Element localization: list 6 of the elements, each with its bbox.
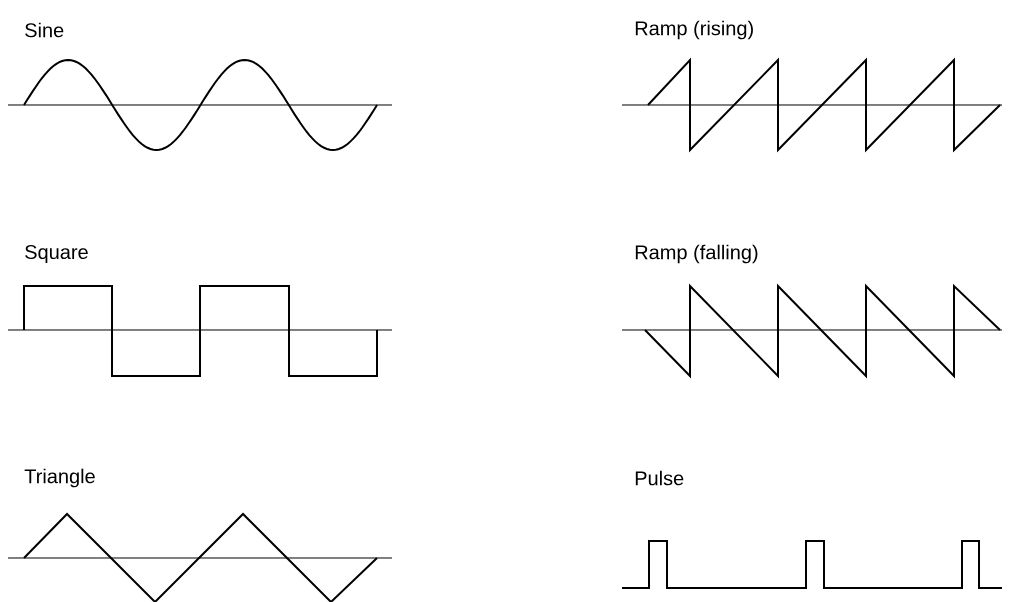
waveform-label: Triangle (24, 468, 95, 488)
waveform-label: Square (25, 244, 88, 264)
waveform-label: Sine (25, 22, 64, 38)
waveform-label: Ramp (rising) (635, 20, 753, 40)
waveform-label: Ramp (falling) (635, 244, 758, 264)
waveform-label: Pulse (635, 470, 684, 486)
